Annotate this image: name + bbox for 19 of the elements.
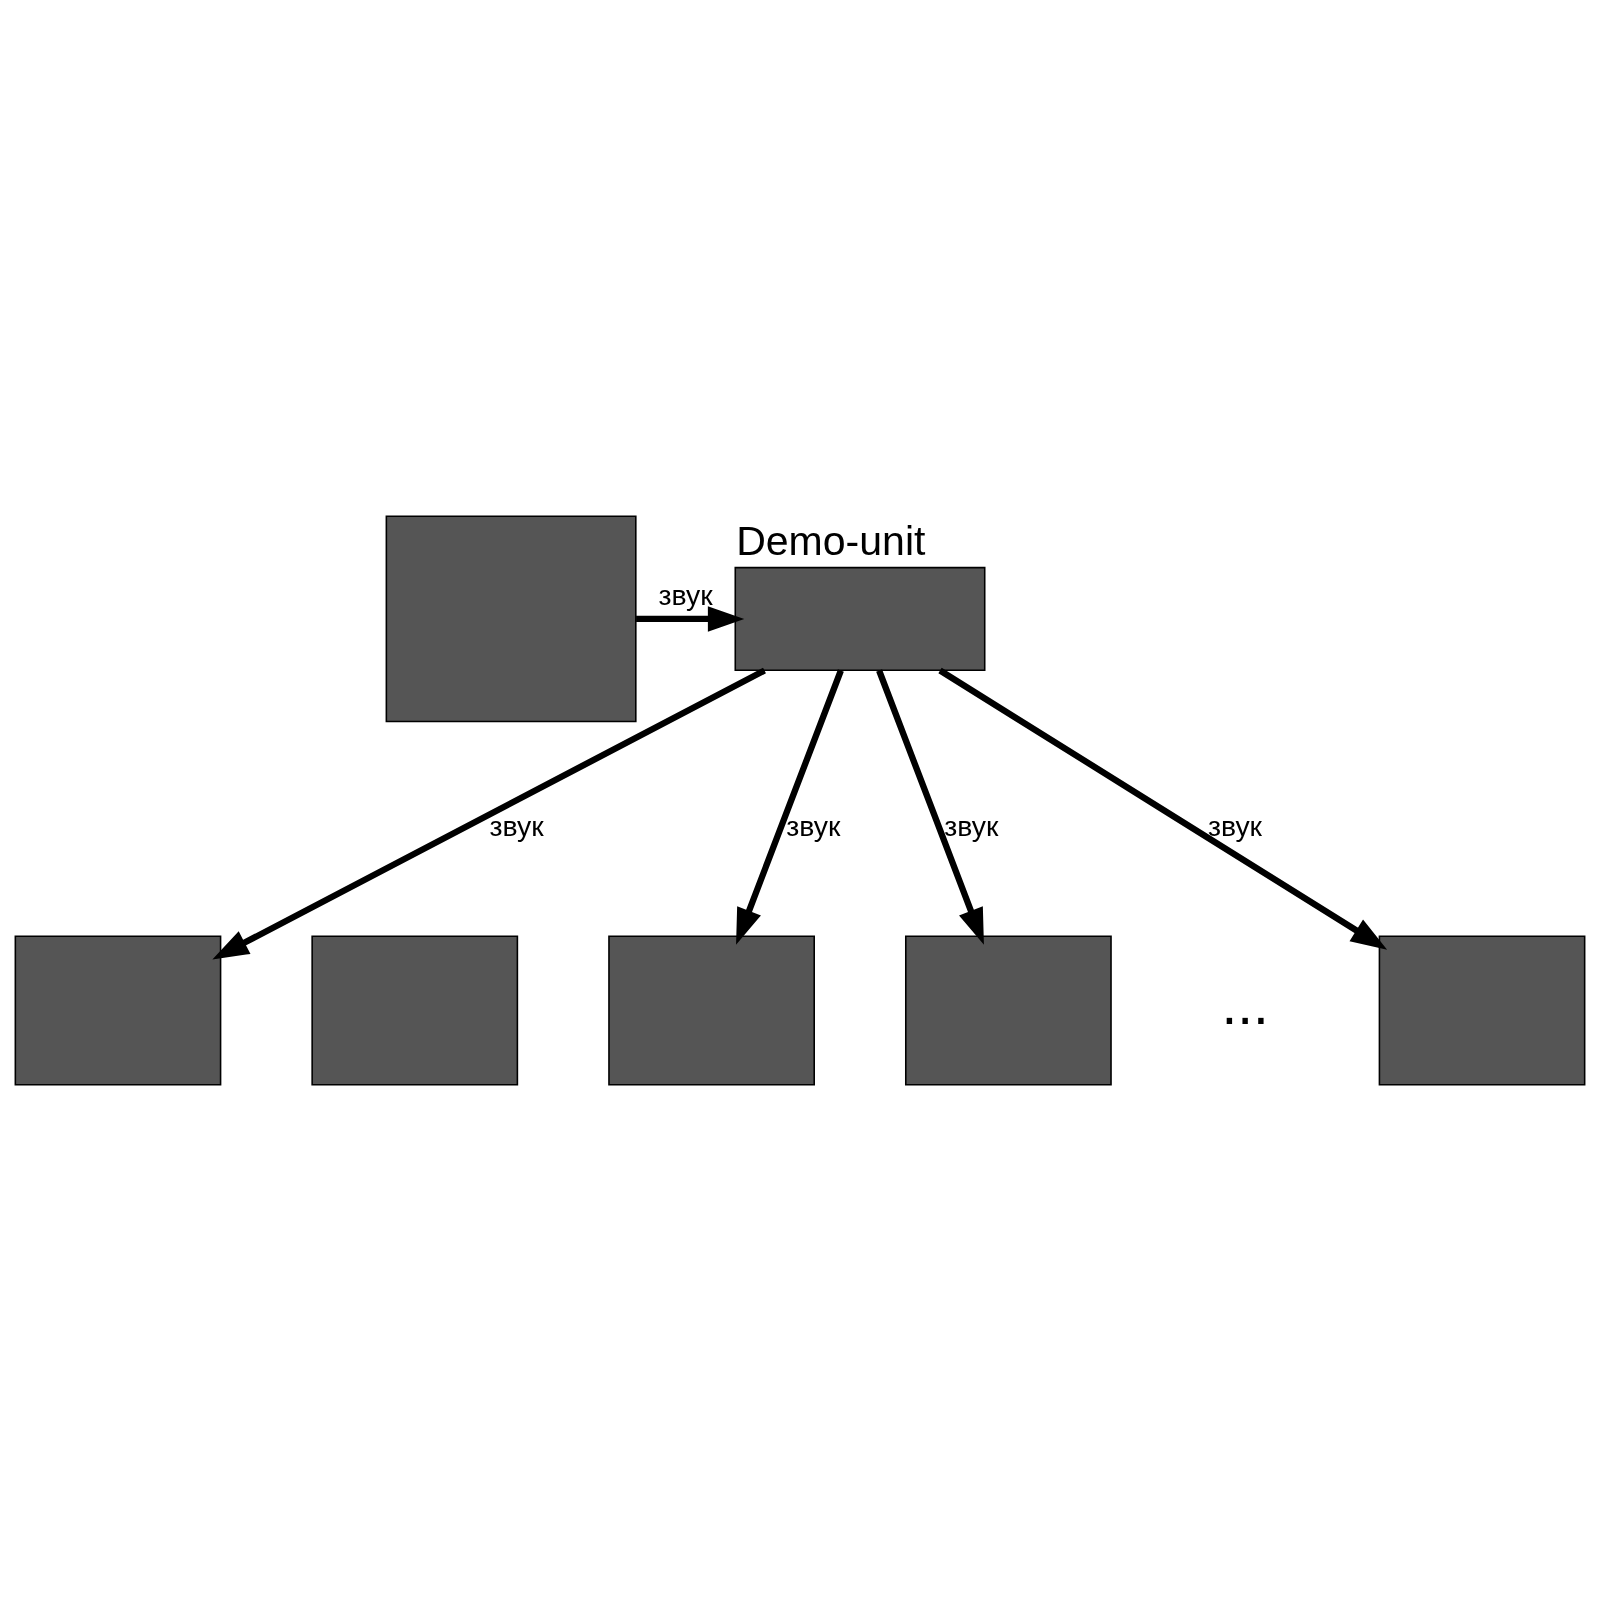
edge-label: звук (658, 578, 713, 611)
edge-label: звук (489, 809, 544, 842)
arrow (636, 605, 745, 632)
edge-label: звук (786, 809, 841, 842)
node-box (385, 515, 637, 722)
arrow (876, 668, 984, 945)
edge-label: звук (1207, 809, 1263, 842)
label: ... (1221, 972, 1269, 1036)
arrow (212, 667, 766, 959)
edge-label: звук (944, 809, 999, 842)
node-box (311, 935, 519, 1085)
node-box (14, 935, 222, 1085)
arrow (736, 668, 844, 945)
node-box (1378, 935, 1586, 1085)
node-box (734, 566, 986, 671)
node-box (608, 935, 815, 1085)
node-box (905, 935, 1112, 1085)
arrow (938, 667, 1388, 950)
node-label: Demo-unit (736, 517, 926, 564)
